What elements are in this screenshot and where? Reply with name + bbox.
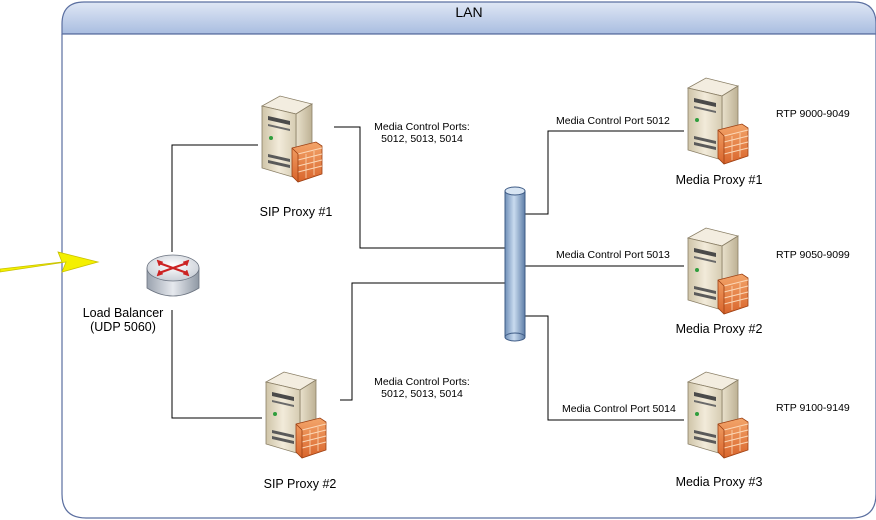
load-balancer-name: Load Balancer xyxy=(82,306,164,320)
link-lb-sip1 xyxy=(171,144,258,252)
connection-lines xyxy=(171,126,684,421)
sip-proxy-1-ports-title: Media Control Ports: xyxy=(374,121,470,133)
link-sip1-bus xyxy=(334,126,506,249)
media-proxy-2-control-port: Media Control Port 5013 xyxy=(556,249,670,261)
sip-proxy-2-ports-title: Media Control Ports: xyxy=(374,376,470,388)
load-balancer-port: (UDP 5060) xyxy=(90,320,156,334)
link-bus-media1 xyxy=(524,130,684,215)
sip-proxy-2-label: SIP Proxy #2 xyxy=(263,477,337,491)
media-proxy-3-rtp: RTP 9100-9149 xyxy=(776,402,850,414)
sip-proxy-1-label: SIP Proxy #1 xyxy=(259,205,333,219)
router-icon xyxy=(146,254,200,297)
media-proxy-1-label: Media Proxy #1 xyxy=(675,173,763,187)
media-proxy-2-rtp: RTP 9050-9099 xyxy=(776,249,850,261)
media-proxy-1-rtp: RTP 9000-9049 xyxy=(776,108,850,120)
sip-proxy-1-ports-list: 5012, 5013, 5014 xyxy=(381,133,463,145)
lan-title: LAN xyxy=(455,4,483,20)
sip-proxy-2-ports: Media Control Ports: 5012, 5013, 5014 xyxy=(362,376,482,400)
link-lb-sip2 xyxy=(171,310,262,419)
lightning-bolt-icon xyxy=(0,251,100,273)
media-proxy-3-control-port: Media Control Port 5014 xyxy=(562,403,676,415)
sip-proxy-1-ports: Media Control Ports: 5012, 5013, 5014 xyxy=(362,121,482,145)
sip-proxy-2-ports-list: 5012, 5013, 5014 xyxy=(381,388,463,400)
media-proxy-2-label: Media Proxy #2 xyxy=(675,322,763,336)
link-sip2-bus xyxy=(340,282,506,401)
link-bus-media3 xyxy=(524,315,684,421)
media-proxy-1-control-port: Media Control Port 5012 xyxy=(556,115,670,127)
network-bus xyxy=(504,186,526,342)
media-proxy-3-label: Media Proxy #3 xyxy=(675,475,763,489)
load-balancer-label: Load Balancer (UDP 5060) xyxy=(62,306,184,334)
